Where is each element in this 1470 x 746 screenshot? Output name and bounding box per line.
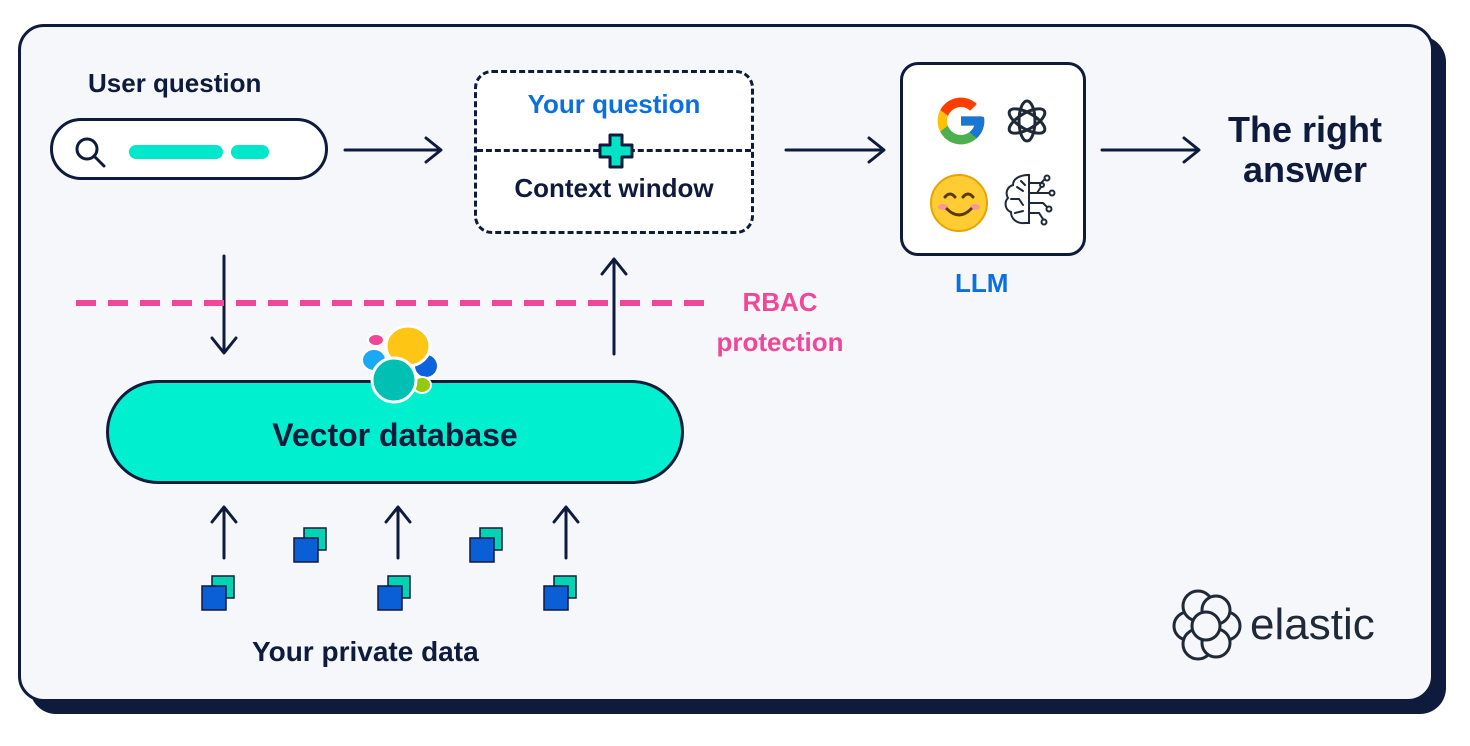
ai-brain-icon xyxy=(1004,173,1056,226)
user-question-label: User question xyxy=(88,68,262,98)
data-doc-icon xyxy=(293,527,327,563)
elastic-logo-icon xyxy=(1172,589,1242,661)
arrow-llm-to-answer xyxy=(1100,136,1201,164)
openai-icon xyxy=(1007,99,1047,143)
private-data-docs xyxy=(201,527,577,611)
plus-icon xyxy=(598,133,634,169)
arrow-context-to-llm xyxy=(784,136,886,164)
placeholder-bar xyxy=(129,145,223,159)
arrow-data-to-db-2 xyxy=(384,505,412,560)
search-bar[interactable] xyxy=(50,118,328,180)
brand-wordmark: elastic xyxy=(1250,600,1375,649)
vector-database-label: Vector database xyxy=(272,417,518,453)
arrow-db-to-context xyxy=(600,257,628,356)
elastic-color-logo-icon xyxy=(361,324,439,404)
llm-label: LLM xyxy=(955,268,1009,298)
rbac-label: RBAC protection xyxy=(716,287,844,357)
google-icon xyxy=(937,97,985,145)
arrow-data-to-db-1 xyxy=(210,505,238,560)
context-box: Your question Context window xyxy=(474,70,754,234)
data-doc-icon xyxy=(543,575,577,611)
smiley-icon xyxy=(930,174,988,232)
your-question-label: Your question xyxy=(527,89,701,119)
search-icon xyxy=(75,137,106,168)
arrow-search-to-context xyxy=(343,136,443,164)
data-doc-icon xyxy=(201,575,235,611)
context-window-label: Context window xyxy=(514,173,714,203)
llm-box xyxy=(900,62,1086,256)
placeholder-bar xyxy=(231,145,269,159)
data-doc-icon xyxy=(377,575,411,611)
arrow-data-to-db-3 xyxy=(552,505,580,560)
private-data-label: Your private data xyxy=(252,636,479,667)
data-doc-icon xyxy=(469,527,503,563)
answer-label: The right answer xyxy=(1228,109,1382,190)
